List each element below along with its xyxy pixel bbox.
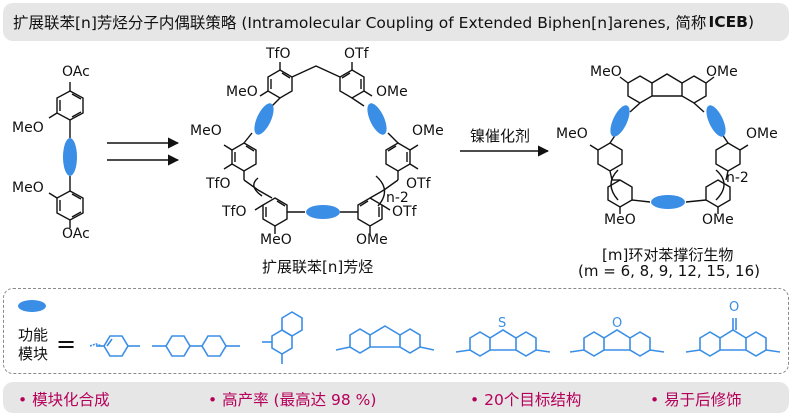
product-ome-mr: OMe <box>746 126 778 142</box>
dibenzofuran-module <box>569 329 665 357</box>
feature-text: 20个目标结构 <box>484 391 582 409</box>
feature-text: 易于后修饰 <box>664 391 742 409</box>
naphthalene-module <box>262 311 303 364</box>
product-caption-2: (m = 6, 8, 9, 12, 15, 16) <box>578 262 760 280</box>
macro-tfo-ml: TfO <box>206 176 231 192</box>
module-label-line2: 模块 <box>18 345 49 363</box>
macro-ome-br: OMe <box>356 232 388 248</box>
feature-bullet: • <box>18 391 28 409</box>
macro-meo-bl: MeO <box>260 232 292 248</box>
module-label-line1: 功能 <box>18 326 49 344</box>
feature-item: • 易于后修饰 <box>650 388 742 410</box>
module-label: 功能 模块 <box>18 326 48 364</box>
title-abbrev: ICEB <box>708 13 748 31</box>
product-structure <box>589 73 749 214</box>
title-close: ) <box>747 13 755 31</box>
module-equals: = <box>56 330 77 358</box>
monomer-meo-top: MeO <box>12 120 44 136</box>
module-ellipse-prod-bottom <box>651 195 685 209</box>
feature-bullet: • <box>470 391 480 409</box>
module-ellipse-macro-left <box>254 103 274 135</box>
module-ellipse-prod-right <box>706 105 726 137</box>
macro-otf-top: OTf <box>344 46 369 62</box>
biphenyl-module <box>152 335 240 357</box>
macro-n-label: n-2 <box>386 190 409 206</box>
feature-text: 模块化合成 <box>32 391 110 409</box>
macro-otf-mr: OTf <box>406 176 431 192</box>
title-bar: 扩展联苯[n]芳烃分子内偶联策略 (Intramolecular Couplin… <box>3 3 789 41</box>
product-caption-1: [m]环对苯撑衍生物 <box>602 246 734 264</box>
macro-meo-ml: MeO <box>190 123 222 139</box>
module-ellipse-macro-right <box>367 103 387 135</box>
product-ome-br: OMe <box>702 212 734 228</box>
macro-ome-mr: OMe <box>412 123 444 139</box>
product-n-label: n-2 <box>726 170 749 186</box>
module-panel <box>3 288 789 374</box>
macro-meo-tl: MeO <box>226 84 258 100</box>
feature-bullet: • <box>650 391 660 409</box>
monomer-oac-bottom: OAc <box>62 226 90 242</box>
fluorene-module <box>335 325 435 354</box>
module-ellipse-monomer <box>63 138 77 176</box>
macro-otf-br: OTf <box>392 204 417 220</box>
macro-tfo-top: TfO <box>266 46 291 62</box>
monomer-oac-top: OAc <box>62 64 90 80</box>
feature-item: • 高产率 (最高达 98 %) <box>208 388 376 410</box>
fluorenone-module <box>685 318 781 357</box>
module-ellipse-macro-bottom <box>306 205 340 219</box>
features-bar <box>3 382 789 413</box>
feature-item: • 模块化合成 <box>18 388 110 410</box>
module-ellipse-prod-left <box>610 105 630 137</box>
module-legend-ellipse <box>18 300 46 312</box>
feature-item: • 20个目标结构 <box>470 388 581 410</box>
dibenzothiophene-module <box>455 329 551 357</box>
monomer-meo-bottom: MeO <box>12 180 44 196</box>
macro-ome-tr: OMe <box>376 84 408 100</box>
module-examples <box>89 311 781 364</box>
furan-o-label: O <box>612 316 623 331</box>
title-text: 扩展联苯[n]芳烃分子内偶联策略 (Intramolecular Couplin… <box>13 14 707 32</box>
feature-bullet: • <box>208 391 218 409</box>
macro-tfo-bl: TfO <box>222 204 247 220</box>
reaction-reagent: 镍催化剂 <box>470 127 531 145</box>
macro-caption: 扩展联苯[n]芳烃 <box>262 258 374 276</box>
product-meo-ml: MeO <box>556 126 588 142</box>
product-ome-tr: OMe <box>706 64 738 80</box>
product-meo-bl: MeO <box>604 212 636 228</box>
benzene-module <box>89 335 140 357</box>
double-arrow <box>107 137 180 166</box>
carbonyl-o-label: O <box>729 300 740 315</box>
macrocycle-structure <box>223 62 419 234</box>
feature-text: 高产率 (最高达 98 %) <box>222 391 377 409</box>
product-meo-tl: MeO <box>590 64 622 80</box>
monomer-structure <box>48 82 84 228</box>
thiophene-s-label: S <box>498 316 507 331</box>
